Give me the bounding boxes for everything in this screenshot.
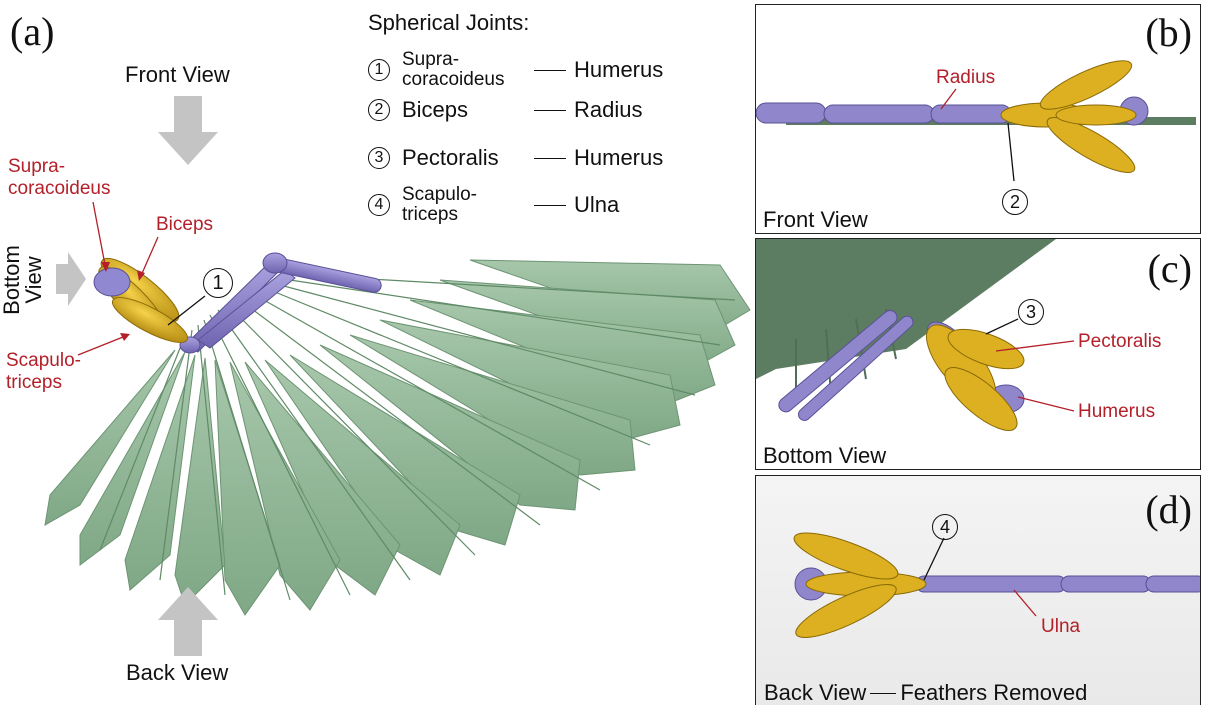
legend-muscle-2: Biceps: [402, 97, 526, 123]
legend-bone-4: Ulna: [574, 192, 619, 218]
bottom-view-arrow: [56, 252, 86, 306]
bottom-view-label: Bottom View: [1, 245, 45, 315]
legend-muscle-3: Pectoralis: [402, 145, 526, 171]
front-view-illustration: [756, 5, 1201, 234]
legend-muscle-4: Scapulo- triceps: [402, 185, 526, 225]
panel-b-letter: (b): [1145, 9, 1192, 56]
joint-marker-2: 2: [1002, 189, 1028, 215]
legend-num-1: 1: [368, 59, 390, 81]
panel-b-caption: Front View: [760, 207, 871, 233]
panel-c: (c) 3 Pectoralis Humerus Bottom View: [755, 238, 1201, 470]
legend-row-3: 3 Pectoralis Humerus: [368, 145, 663, 171]
legend-num-3: 3: [368, 147, 390, 169]
legend-row-2: 2 Biceps Radius: [368, 97, 642, 123]
panel-c-caption: Bottom View: [760, 443, 889, 469]
scapulotriceps-label: Scapulo- triceps: [6, 350, 81, 394]
legend-title: Spherical Joints:: [368, 10, 529, 36]
legend-num-4: 4: [368, 194, 390, 216]
radius-label: Radius: [936, 67, 995, 89]
legend-row-1: 1 Supra- coracoideus Humerus: [368, 50, 663, 90]
legend-bone-1: Humerus: [574, 57, 663, 83]
pectoralis-label: Pectoralis: [1078, 331, 1161, 353]
panel-d-caption: Back View Feathers Removed: [764, 680, 1087, 705]
front-view-label: Front View: [125, 62, 230, 88]
wing-bones: [180, 253, 382, 353]
supracoracoideus-label: Supra- coracoideus: [8, 156, 110, 200]
legend-row-4: 4 Scapulo- triceps Ulna: [368, 185, 619, 225]
back-view-illustration: [756, 476, 1201, 705]
legend-muscle-1: Supra- coracoideus: [402, 50, 526, 90]
joint-marker-3: 3: [1018, 299, 1044, 325]
bottom-view-illustration: [756, 239, 1201, 470]
front-view-arrow: [158, 96, 218, 165]
panel-b: (b) Radius 2 Front View: [755, 4, 1201, 234]
panel-d: (d) 4 Ulna Back View Feathers Removed: [755, 475, 1201, 705]
back-view-arrow: [158, 587, 218, 656]
panel-a-letter: (a): [10, 8, 54, 55]
legend-num-2: 2: [368, 99, 390, 121]
humerus-label: Humerus: [1078, 401, 1155, 423]
joint-marker-1: 1: [203, 268, 233, 298]
panel-c-letter: (c): [1148, 245, 1192, 292]
legend-bone-2: Radius: [574, 97, 642, 123]
ulna-label: Ulna: [1041, 616, 1080, 638]
panel-d-letter: (d): [1145, 486, 1192, 533]
joint-marker-4: 4: [932, 514, 958, 540]
legend-bone-3: Humerus: [574, 145, 663, 171]
biceps-label: Biceps: [156, 214, 213, 236]
back-view-label: Back View: [126, 660, 228, 686]
